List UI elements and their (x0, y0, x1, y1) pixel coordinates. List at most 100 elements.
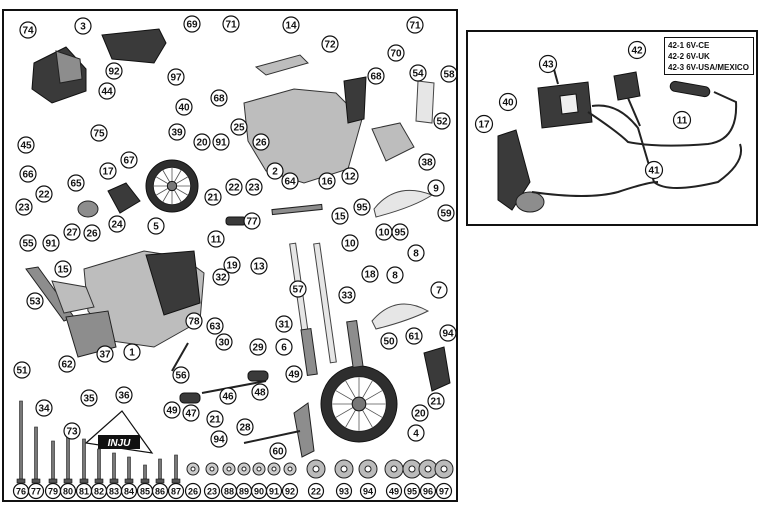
callout-circle (285, 365, 303, 383)
callout-label: 4 (413, 429, 419, 440)
callout-circle (212, 268, 230, 286)
grip-48 (247, 370, 269, 382)
callout-circle (222, 15, 240, 33)
front-wheel (320, 365, 398, 443)
guard-60 (293, 402, 315, 458)
callout-circle (407, 424, 425, 442)
callout-label: 26 (255, 138, 267, 149)
callout-label: 78 (188, 317, 200, 328)
callout-label: 57 (292, 285, 304, 296)
hardware-callout-label: 23 (207, 487, 217, 497)
callout-circle (321, 35, 339, 53)
callout-21: 21 (427, 392, 445, 410)
callout-64: 64 (281, 172, 299, 190)
callout-label: 15 (334, 212, 346, 223)
callout-49: 49 (163, 401, 181, 419)
callout-60: 60 (269, 442, 287, 460)
callout-61: 61 (405, 327, 423, 345)
callout-8: 8 (386, 266, 404, 284)
callout-label: 28 (239, 423, 251, 434)
callout-26: 26 (83, 224, 101, 242)
nut-hole-11 (190, 466, 196, 472)
callout-circle (405, 327, 423, 345)
callout-22: 22 (35, 185, 53, 203)
callout-circle (19, 234, 37, 252)
wiring-callout-circle (672, 110, 692, 130)
callout-circle (391, 223, 409, 241)
callout-circle (210, 89, 228, 107)
callout-35: 35 (80, 389, 98, 407)
callout-66: 66 (19, 165, 37, 183)
hardware-callout-label: 82 (94, 487, 104, 497)
callout-circle (17, 136, 35, 154)
hardware-callout-label: 86 (155, 487, 165, 497)
hardware-callout-label: 94 (363, 487, 373, 497)
callout-circle (338, 286, 356, 304)
callout-77: 77 (243, 212, 261, 230)
callout-31: 31 (275, 315, 293, 333)
callout-circle (341, 167, 359, 185)
callout-label: 67 (123, 156, 135, 167)
callout-label: 71 (225, 20, 237, 31)
screw-head-7 (124, 478, 134, 484)
callout-circle (193, 133, 211, 151)
callout-circle (175, 98, 193, 116)
callout-label: 9 (433, 184, 439, 195)
hardware-callout-92: 92 (281, 482, 299, 500)
callout-label: 32 (215, 273, 227, 284)
callout-13: 13 (250, 257, 268, 275)
pedal-47 (179, 392, 201, 404)
hardware-callout-circle (359, 482, 377, 500)
callout-circle (225, 178, 243, 196)
hardware-callout-label: 89 (239, 487, 249, 497)
callout-circle (407, 244, 425, 262)
bracket-55 (51, 280, 95, 314)
callout-label: 8 (413, 249, 419, 260)
callout-circle (210, 430, 228, 448)
callout-97: 97 (167, 68, 185, 86)
hardware-callout-circle (435, 482, 453, 500)
screw-head-6 (109, 478, 119, 484)
hardware-callout-label: 85 (140, 487, 150, 497)
callout-62: 62 (58, 355, 76, 373)
loop-harness (591, 104, 742, 189)
pedal-assembly (65, 310, 117, 358)
screw-2 (51, 440, 55, 480)
callout-label: 62 (61, 360, 73, 371)
callout-circle (90, 124, 108, 142)
front-fender-9 (373, 189, 434, 218)
nut-hole-17 (287, 466, 293, 472)
callout-label: 95 (356, 203, 368, 214)
callout-70: 70 (387, 44, 405, 62)
callout-circle (269, 442, 287, 460)
wiring-shapes (497, 61, 742, 213)
callout-label: 74 (22, 26, 34, 37)
hardware-callout-label: 49 (389, 487, 399, 497)
callout-label: 58 (443, 70, 455, 81)
nut-hole-12 (209, 466, 215, 472)
wiring-callout-label: 11 (677, 116, 688, 127)
callout-circle (67, 174, 85, 192)
callout-label: 33 (341, 291, 353, 302)
callout-circle (251, 383, 269, 401)
brand-logo: INJU (84, 410, 154, 454)
hardware-callout-circle (184, 482, 202, 500)
washer-hole-20 (364, 465, 372, 473)
callout-label: 24 (111, 220, 123, 231)
hardware-callout-label: 93 (339, 487, 349, 497)
hardware-callout-circle (403, 482, 421, 500)
callout-1: 1 (123, 343, 141, 361)
hardware-callout-label: 76 (16, 487, 26, 497)
callout-94: 94 (439, 324, 456, 342)
callout-circle (206, 317, 224, 335)
callout-label: 10 (378, 228, 390, 239)
callout-circle (437, 204, 455, 222)
callout-label: 13 (253, 262, 265, 273)
callout-circle (172, 366, 190, 384)
callout-71: 71 (222, 15, 240, 33)
callout-label: 95 (394, 228, 406, 239)
callout-circle (282, 16, 300, 34)
callout-circle (80, 389, 98, 407)
